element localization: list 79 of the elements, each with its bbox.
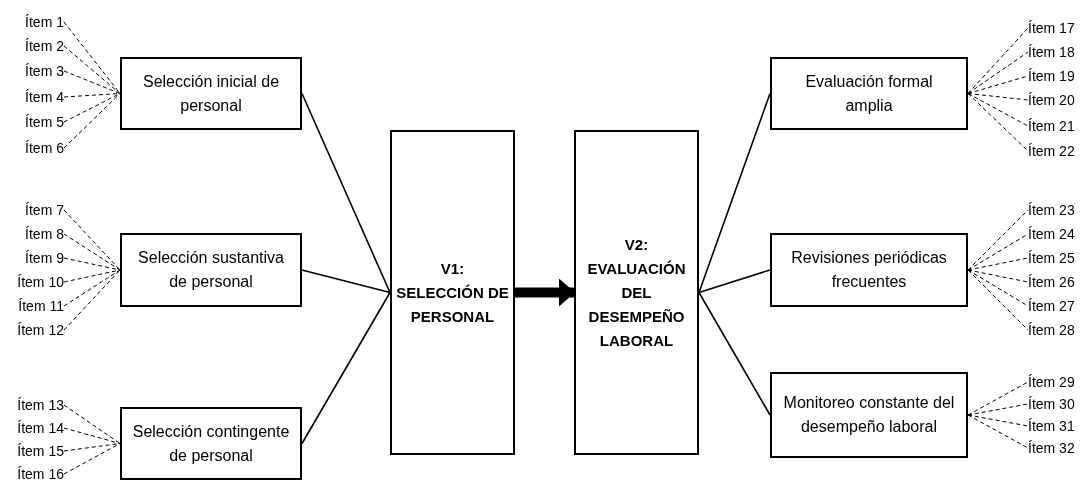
item-label: Ítem 19 [1028,66,1080,86]
dimension-name: Monitoreo constante del desempeño laboral [782,393,956,437]
item-label: Ítem 6 [2,138,64,158]
dashed-connector [967,269,1029,331]
item-label: Ítem 14 [2,418,64,438]
dashed-connector [967,381,1029,416]
dashed-connector [967,414,1029,427]
dashed-connector [63,233,121,271]
item-label: Ítem 13 [2,395,64,415]
dashed-connector [63,404,121,444]
variable-box [390,130,515,455]
dashed-connector [63,427,121,444]
dimension-name: Selección inicial de personal [141,71,281,116]
dashed-connector [63,269,121,307]
dashed-connector [967,269,1029,283]
dashed-connector [967,93,1029,127]
item-label: Ítem 4 [2,87,64,107]
item-label: Ítem 5 [2,112,64,132]
connector-line [698,269,771,294]
item-label: Ítem 1 [2,12,64,32]
item-label: Ítem 21 [1028,116,1080,136]
item-label: Ítem 25 [1028,248,1080,268]
dashed-connector [967,414,1029,449]
item-label: Ítem 27 [1028,296,1080,316]
item-label: Ítem 16 [2,464,64,484]
dashed-connector [967,93,1029,101]
variable-name: EVALUACIÓN DEL DESEMPEÑO LABORAL [586,258,687,351]
dashed-connector [63,269,121,283]
thick-arrow [515,278,575,307]
item-label: Ítem 20 [1028,90,1080,110]
dashed-connector [967,51,1029,94]
connector-line [301,291,391,445]
variable-name: SELECCIÓN DE PERSONAL [396,282,509,327]
dashed-connector [967,209,1029,271]
dimension-box [120,57,302,130]
item-label: Ítem 28 [1028,320,1080,340]
dimension-box [120,233,302,307]
dimension-box [770,233,968,307]
dashed-connector [967,403,1029,416]
item-label: Ítem 15 [2,441,64,461]
variable-code: V1: [440,258,465,279]
connector-line [301,269,391,294]
item-label: Ítem 22 [1028,141,1080,161]
dimension-name: Evaluación formal amplia [804,71,934,116]
item-label: Ítem 2 [2,36,64,56]
dashed-connector [967,257,1029,271]
variable-code: V2: [624,234,649,255]
item-label: Ítem 24 [1028,224,1080,244]
dashed-connector [967,75,1029,94]
item-label: Ítem 7 [2,200,64,220]
item-label: Ítem 29 [1028,372,1080,392]
item-label: Ítem 30 [1028,394,1080,414]
item-label: Ítem 23 [1028,200,1080,220]
item-label: Ítem 18 [1028,42,1080,62]
item-label: Ítem 8 [2,224,64,244]
dashed-connector [967,93,1029,152]
dimension-box [770,372,968,458]
item-label: Ítem 3 [2,61,64,81]
dimension-name: Selección sustantiva de personal [137,248,285,292]
item-label: Ítem 26 [1028,272,1080,292]
dashed-connector [967,27,1029,94]
dashed-connector [63,209,121,271]
dashed-connector [63,21,121,94]
item-label: Ítem 10 [2,272,64,292]
connector-line [698,291,771,416]
dashed-connector [63,269,121,331]
dimension-box [120,407,302,480]
dimension-name: Selección contingente de personal [131,421,291,466]
item-label: Ítem 17 [1028,18,1080,38]
dimension-name: Revisiones periódicas frecuentes [790,248,948,292]
dashed-connector [63,45,121,94]
item-label: Ítem 31 [1028,416,1080,436]
variable-box [574,130,699,455]
item-label: Ítem 11 [2,296,64,316]
dimension-box [770,57,968,130]
item-label: Ítem 9 [2,248,64,268]
dashed-connector [63,70,121,94]
item-label: Ítem 12 [2,320,64,340]
item-label: Ítem 32 [1028,438,1080,458]
